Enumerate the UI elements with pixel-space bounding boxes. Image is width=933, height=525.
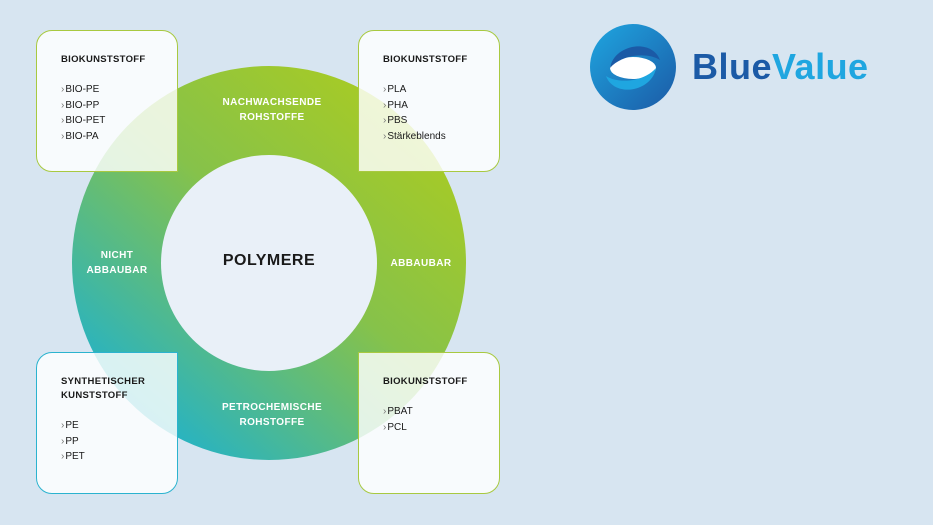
card-title: BIOKUNSTSTOFF bbox=[383, 376, 468, 387]
chevron-right-icon: › bbox=[61, 115, 65, 126]
logo-icon bbox=[590, 24, 676, 110]
chevron-right-icon: › bbox=[383, 99, 387, 111]
card-list: ›PE ›PP ›PET bbox=[61, 418, 155, 465]
center-label: POLYMERE bbox=[222, 252, 316, 269]
card-title: BIOKUNSTSTOFF bbox=[383, 54, 468, 65]
chevron-right-icon: › bbox=[61, 451, 65, 462]
list-item: ›PLA bbox=[383, 84, 407, 95]
list-item: ›PP bbox=[61, 435, 79, 447]
list-item: ›PHA bbox=[383, 99, 408, 111]
card-top-right: BIOKUNSTSTOFF ›PLA ›PHA ›PBS ›Stärkeblen… bbox=[358, 30, 500, 172]
chevron-right-icon: › bbox=[61, 84, 65, 95]
list-item: ›BIO-PET bbox=[61, 115, 106, 126]
card-top-left: BIOKUNSTSTOFF ›BIO-PE ›BIO-PP ›BIO-PET ›… bbox=[36, 30, 178, 172]
list-item: ›PCL bbox=[383, 421, 407, 433]
chevron-right-icon: › bbox=[383, 406, 387, 417]
list-item: ›Stärkeblends bbox=[383, 130, 446, 142]
ring-label-right: ABBAUBAR bbox=[390, 258, 452, 269]
list-item: ›BIO-PA bbox=[61, 130, 99, 142]
chevron-right-icon: › bbox=[61, 420, 65, 431]
chevron-right-icon: › bbox=[383, 84, 387, 95]
chevron-right-icon: › bbox=[383, 421, 387, 433]
logo-text-blue: Blue bbox=[692, 46, 773, 87]
chevron-right-icon: › bbox=[61, 99, 65, 111]
list-item: ›BIO-PE bbox=[61, 84, 100, 95]
card-bottom-left: SYNTHETISCHER KUNSTSTOFF ›PE ›PP ›PET bbox=[36, 352, 178, 494]
card-list: ›BIO-PE ›BIO-PP ›BIO-PET ›BIO-PA bbox=[61, 82, 155, 144]
card-title: BIOKUNSTSTOFF bbox=[61, 54, 146, 65]
list-item: ›PET bbox=[61, 451, 85, 462]
card-title: SYNTHETISCHER KUNSTSTOFF bbox=[61, 376, 146, 401]
card-list: ›PLA ›PHA ›PBS ›Stärkeblends bbox=[383, 82, 477, 144]
chevron-right-icon: › bbox=[383, 115, 387, 126]
center-circle bbox=[161, 155, 377, 371]
list-item: ›PBS bbox=[383, 115, 408, 126]
list-item: ›PE bbox=[61, 420, 79, 431]
list-item: ›BIO-PP bbox=[61, 99, 100, 111]
bluevalue-logo: BlueValue bbox=[588, 22, 869, 112]
card-list: ›PBAT ›PCL bbox=[383, 404, 477, 435]
chevron-right-icon: › bbox=[383, 130, 387, 142]
card-bottom-right: BIOKUNSTSTOFF ›PBAT ›PCL bbox=[358, 352, 500, 494]
logo-text: BlueValue bbox=[692, 46, 869, 88]
list-item: ›PBAT bbox=[383, 406, 413, 417]
logo-text-value: Value bbox=[772, 46, 869, 87]
chevron-right-icon: › bbox=[61, 130, 65, 142]
chevron-right-icon: › bbox=[61, 435, 65, 447]
